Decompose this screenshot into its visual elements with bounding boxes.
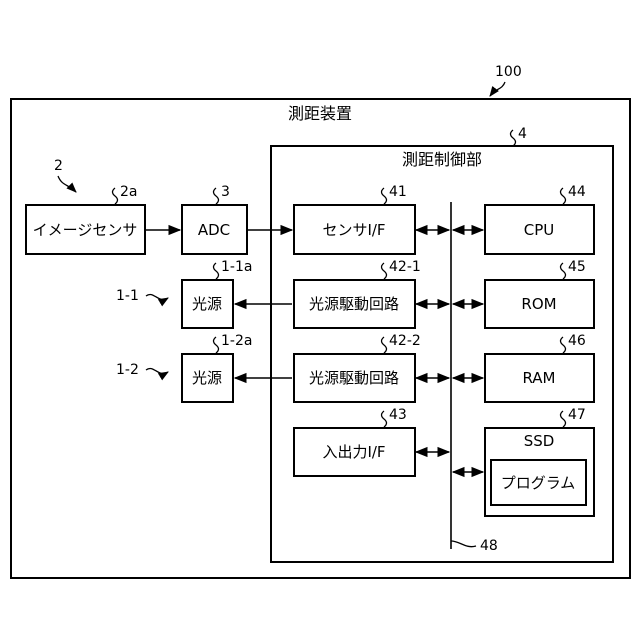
adc-ref: 3 <box>221 184 230 200</box>
image-sensor-label: イメージセンサ <box>33 221 138 239</box>
rom-label: ROM <box>521 295 556 313</box>
program-label: プログラム <box>501 474 576 492</box>
light-source-2-ref: 1-2 <box>116 362 139 378</box>
image-sensor-ref: 2 <box>54 158 63 174</box>
io-if-ref: 43 <box>389 407 407 423</box>
rom-ref: 45 <box>568 259 586 275</box>
control-unit-ref: 4 <box>518 126 527 142</box>
device-ref-leader <box>490 82 505 96</box>
device-ref: 100 <box>495 64 522 80</box>
light-driver-2-label: 光源駆動回路 <box>309 369 399 387</box>
sensor-if-label: センサI/F <box>322 221 385 239</box>
control-unit-title: 測距制御部 <box>402 150 482 169</box>
light-source-2-label: 光源 <box>192 369 222 387</box>
light-driver-2-ref: 42-2 <box>389 333 421 349</box>
light-source-1-label: 光源 <box>192 295 222 313</box>
light-driver-1-ref: 42-1 <box>389 259 421 275</box>
ssd-ref: 47 <box>568 407 586 423</box>
image-sensor-subref: 2a <box>120 184 138 200</box>
bus-ref: 48 <box>480 538 498 554</box>
device-title: 測距装置 <box>288 104 352 123</box>
light-source-1-ref: 1-1 <box>116 288 139 304</box>
light-source-2-subref: 1-2a <box>221 333 252 349</box>
light-source-1-subref: 1-1a <box>221 259 252 275</box>
light-driver-1-label: 光源駆動回路 <box>309 295 399 313</box>
ram-ref: 46 <box>568 333 586 349</box>
sensor-if-ref: 41 <box>389 184 407 200</box>
cpu-label: CPU <box>524 221 555 239</box>
cpu-ref: 44 <box>568 184 586 200</box>
adc-label: ADC <box>198 221 230 239</box>
io-if-label: 入出力I/F <box>322 443 385 461</box>
ssd-label: SSD <box>524 432 555 450</box>
ram-label: RAM <box>522 369 555 387</box>
